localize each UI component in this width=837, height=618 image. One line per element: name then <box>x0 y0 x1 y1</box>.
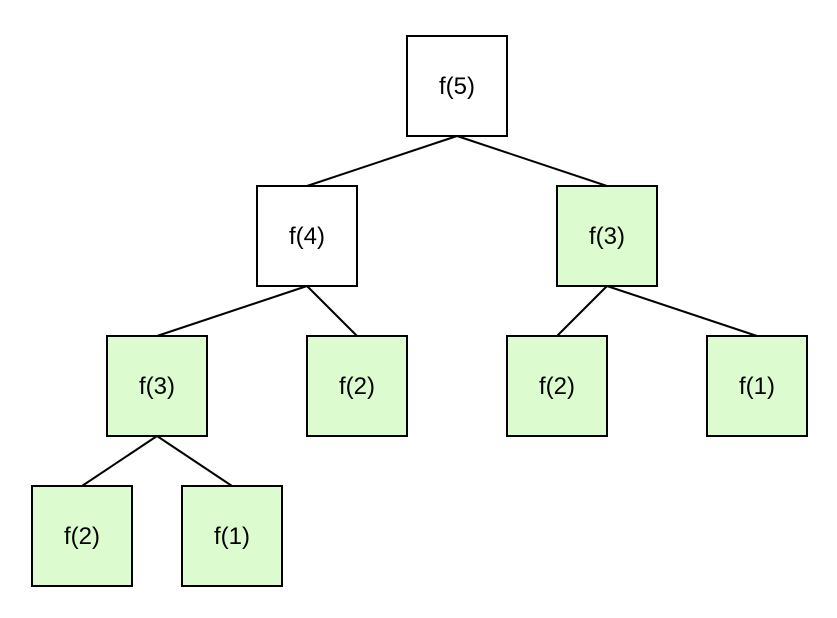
node-box <box>406 35 508 137</box>
tree-node-n3l: f(3) <box>106 335 208 437</box>
edge-n3r-n2b <box>556 285 608 337</box>
edge-n5-n3r <box>456 135 608 187</box>
node-box <box>181 485 283 587</box>
node-label: f(4) <box>289 223 325 250</box>
tree-node-n3r: f(3) <box>556 185 658 287</box>
edge-n5-n4 <box>306 135 458 187</box>
tree-node-n5: f(5) <box>406 35 508 137</box>
node-label: f(2) <box>339 373 375 400</box>
node-box <box>706 335 808 437</box>
node-label: f(2) <box>539 373 575 400</box>
nodes-layer: f(5) f(4) f(3) f(3) f(2) f(2) f(1) f(2) f(1) <box>31 35 808 587</box>
edge-n4-n3l <box>156 285 308 337</box>
node-box <box>556 185 658 287</box>
edge-n3l-n1b <box>156 435 233 487</box>
node-label: f(5) <box>439 73 475 100</box>
tree-node-n2b: f(2) <box>506 335 608 437</box>
tree-node-n2a: f(2) <box>306 335 408 437</box>
node-box <box>256 185 358 287</box>
edge-n4-n2a <box>306 285 358 337</box>
node-box <box>306 335 408 437</box>
edge-n3l-n2c <box>81 435 158 487</box>
node-box <box>106 335 208 437</box>
tree-node-n4: f(4) <box>256 185 358 287</box>
node-box <box>506 335 608 437</box>
edges-layer <box>81 135 758 487</box>
node-label: f(2) <box>64 523 100 550</box>
tree-node-n1a: f(1) <box>706 335 808 437</box>
node-label: f(3) <box>139 373 175 400</box>
node-label: f(3) <box>589 223 625 250</box>
tree-node-n1b: f(1) <box>181 485 283 587</box>
node-label: f(1) <box>214 523 250 550</box>
edge-n3r-n1a <box>606 285 758 337</box>
node-label: f(1) <box>739 373 775 400</box>
node-box <box>31 485 133 587</box>
tree-node-n2c: f(2) <box>31 485 133 587</box>
